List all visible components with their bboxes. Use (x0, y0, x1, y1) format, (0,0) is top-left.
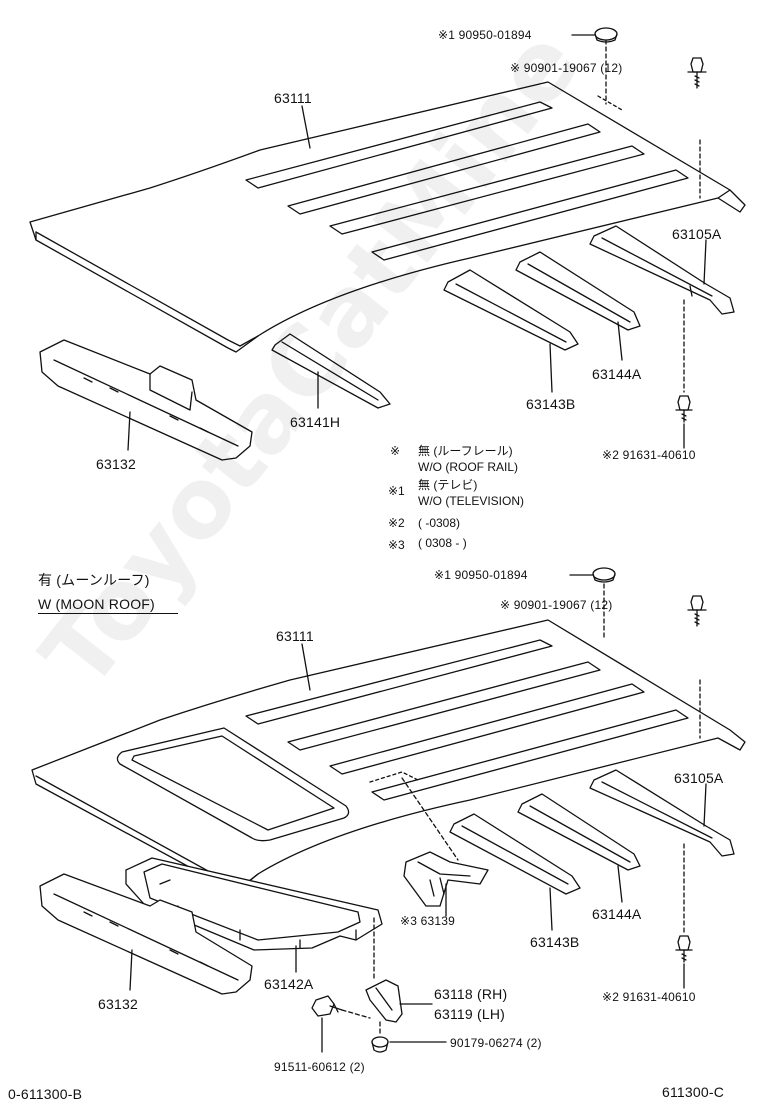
bottom-header-63132[interactable] (39, 873, 253, 995)
label-variant-en: W (MOON ROOF) (38, 596, 178, 614)
label-top-bolt-91631: ※2 91631-40610 (602, 448, 696, 462)
diagram-code-left: 0-611300-B (8, 1086, 83, 1102)
diagram-code-right: 611300-C (662, 1084, 725, 1100)
label-bottom-bolt-90901: ※ 90901-19067 (12) (500, 598, 613, 612)
note-2-mark: ※2 (388, 516, 405, 530)
label-top-header-63132: 63132 (96, 456, 136, 472)
label-bottom-rail-63105A: 63105A (674, 770, 724, 786)
label-bottom-rail-63144A: 63144A (592, 906, 642, 922)
top-clip-90950[interactable] (594, 27, 618, 43)
note-3-range: ( 0308 - ) (418, 536, 467, 550)
label-top-rail-63144A: 63144A (592, 366, 642, 382)
bottom-rail-63143B[interactable] (449, 813, 581, 895)
bottom-clip-90950[interactable] (592, 567, 616, 583)
label-bottom-frame-63142A: 63142A (264, 976, 314, 992)
bottom-bracket-63139[interactable] (403, 851, 489, 907)
bottom-roof-panel[interactable] (31, 583, 746, 893)
note-tv-en: W/O (TELEVISION) (418, 494, 525, 508)
label-top-clip-90950: ※1 90950-01894 (438, 28, 532, 42)
top-header-63132[interactable] (39, 339, 253, 461)
top-rail-63141H[interactable] (271, 333, 391, 409)
label-bottom-bolt-91631: ※2 91631-40610 (602, 990, 696, 1004)
label-bottom-clip-90950: ※1 90950-01894 (434, 568, 528, 582)
label-top-rail-63141H: 63141H (290, 414, 341, 430)
top-rail-63143B[interactable] (443, 269, 579, 351)
bottom-clip-90179[interactable] (371, 1036, 389, 1053)
top-roof-panel[interactable] (29, 39, 746, 353)
top-rail-63144A[interactable] (515, 251, 641, 331)
label-bottom-rail-63143B: 63143B (530, 934, 580, 950)
label-top-bolt-90901: ※ 90901-19067 (12) (510, 61, 623, 75)
note-tv-mark: ※1 (388, 484, 405, 498)
label-variant-jp: 有 (ムーンルーフ) (38, 572, 150, 588)
bottom-bolt-91511[interactable] (311, 995, 371, 1053)
top-bolt-90901[interactable] (687, 57, 707, 89)
label-bottom-bracket-63119: 63119 (LH) (434, 1006, 506, 1022)
bottom-bracket-63118[interactable] (365, 917, 403, 1037)
note-roof-rail-en: W/O (ROOF RAIL) (418, 460, 518, 474)
label-top-roof-63111: 63111 (274, 90, 312, 106)
bottom-rail-63144A[interactable] (517, 793, 641, 871)
bottom-bolt-91631[interactable] (675, 843, 693, 989)
label-bottom-bracket-63118: 63118 (RH) (434, 986, 508, 1002)
bottom-rail-63105A[interactable] (589, 769, 735, 857)
label-bottom-bolt-91511: 91511-60612 (2) (274, 1060, 365, 1074)
note-roof-rail-mark: ※ (390, 444, 401, 458)
top-rail-63105A[interactable] (589, 225, 735, 315)
label-bottom-bracket-63139: ※3 63139 (400, 914, 456, 928)
note-roof-rail-jp: 無 (ルーフレール) (418, 444, 513, 458)
note-tv-jp: 無 (テレビ) (418, 478, 478, 492)
label-top-rail-63105A: 63105A (672, 226, 722, 242)
label-bottom-roof-63111: 63111 (276, 628, 314, 644)
label-top-rail-63143B: 63143B (526, 396, 576, 412)
label-bottom-header-63132: 63132 (98, 996, 138, 1012)
note-3-mark: ※3 (388, 538, 405, 552)
bottom-bolt-90901[interactable] (687, 595, 707, 627)
note-2-range: ( -0308) (418, 516, 461, 530)
label-bottom-clip-90179: 90179-06274 (2) (450, 1036, 542, 1050)
top-bolt-91631[interactable] (675, 299, 693, 449)
